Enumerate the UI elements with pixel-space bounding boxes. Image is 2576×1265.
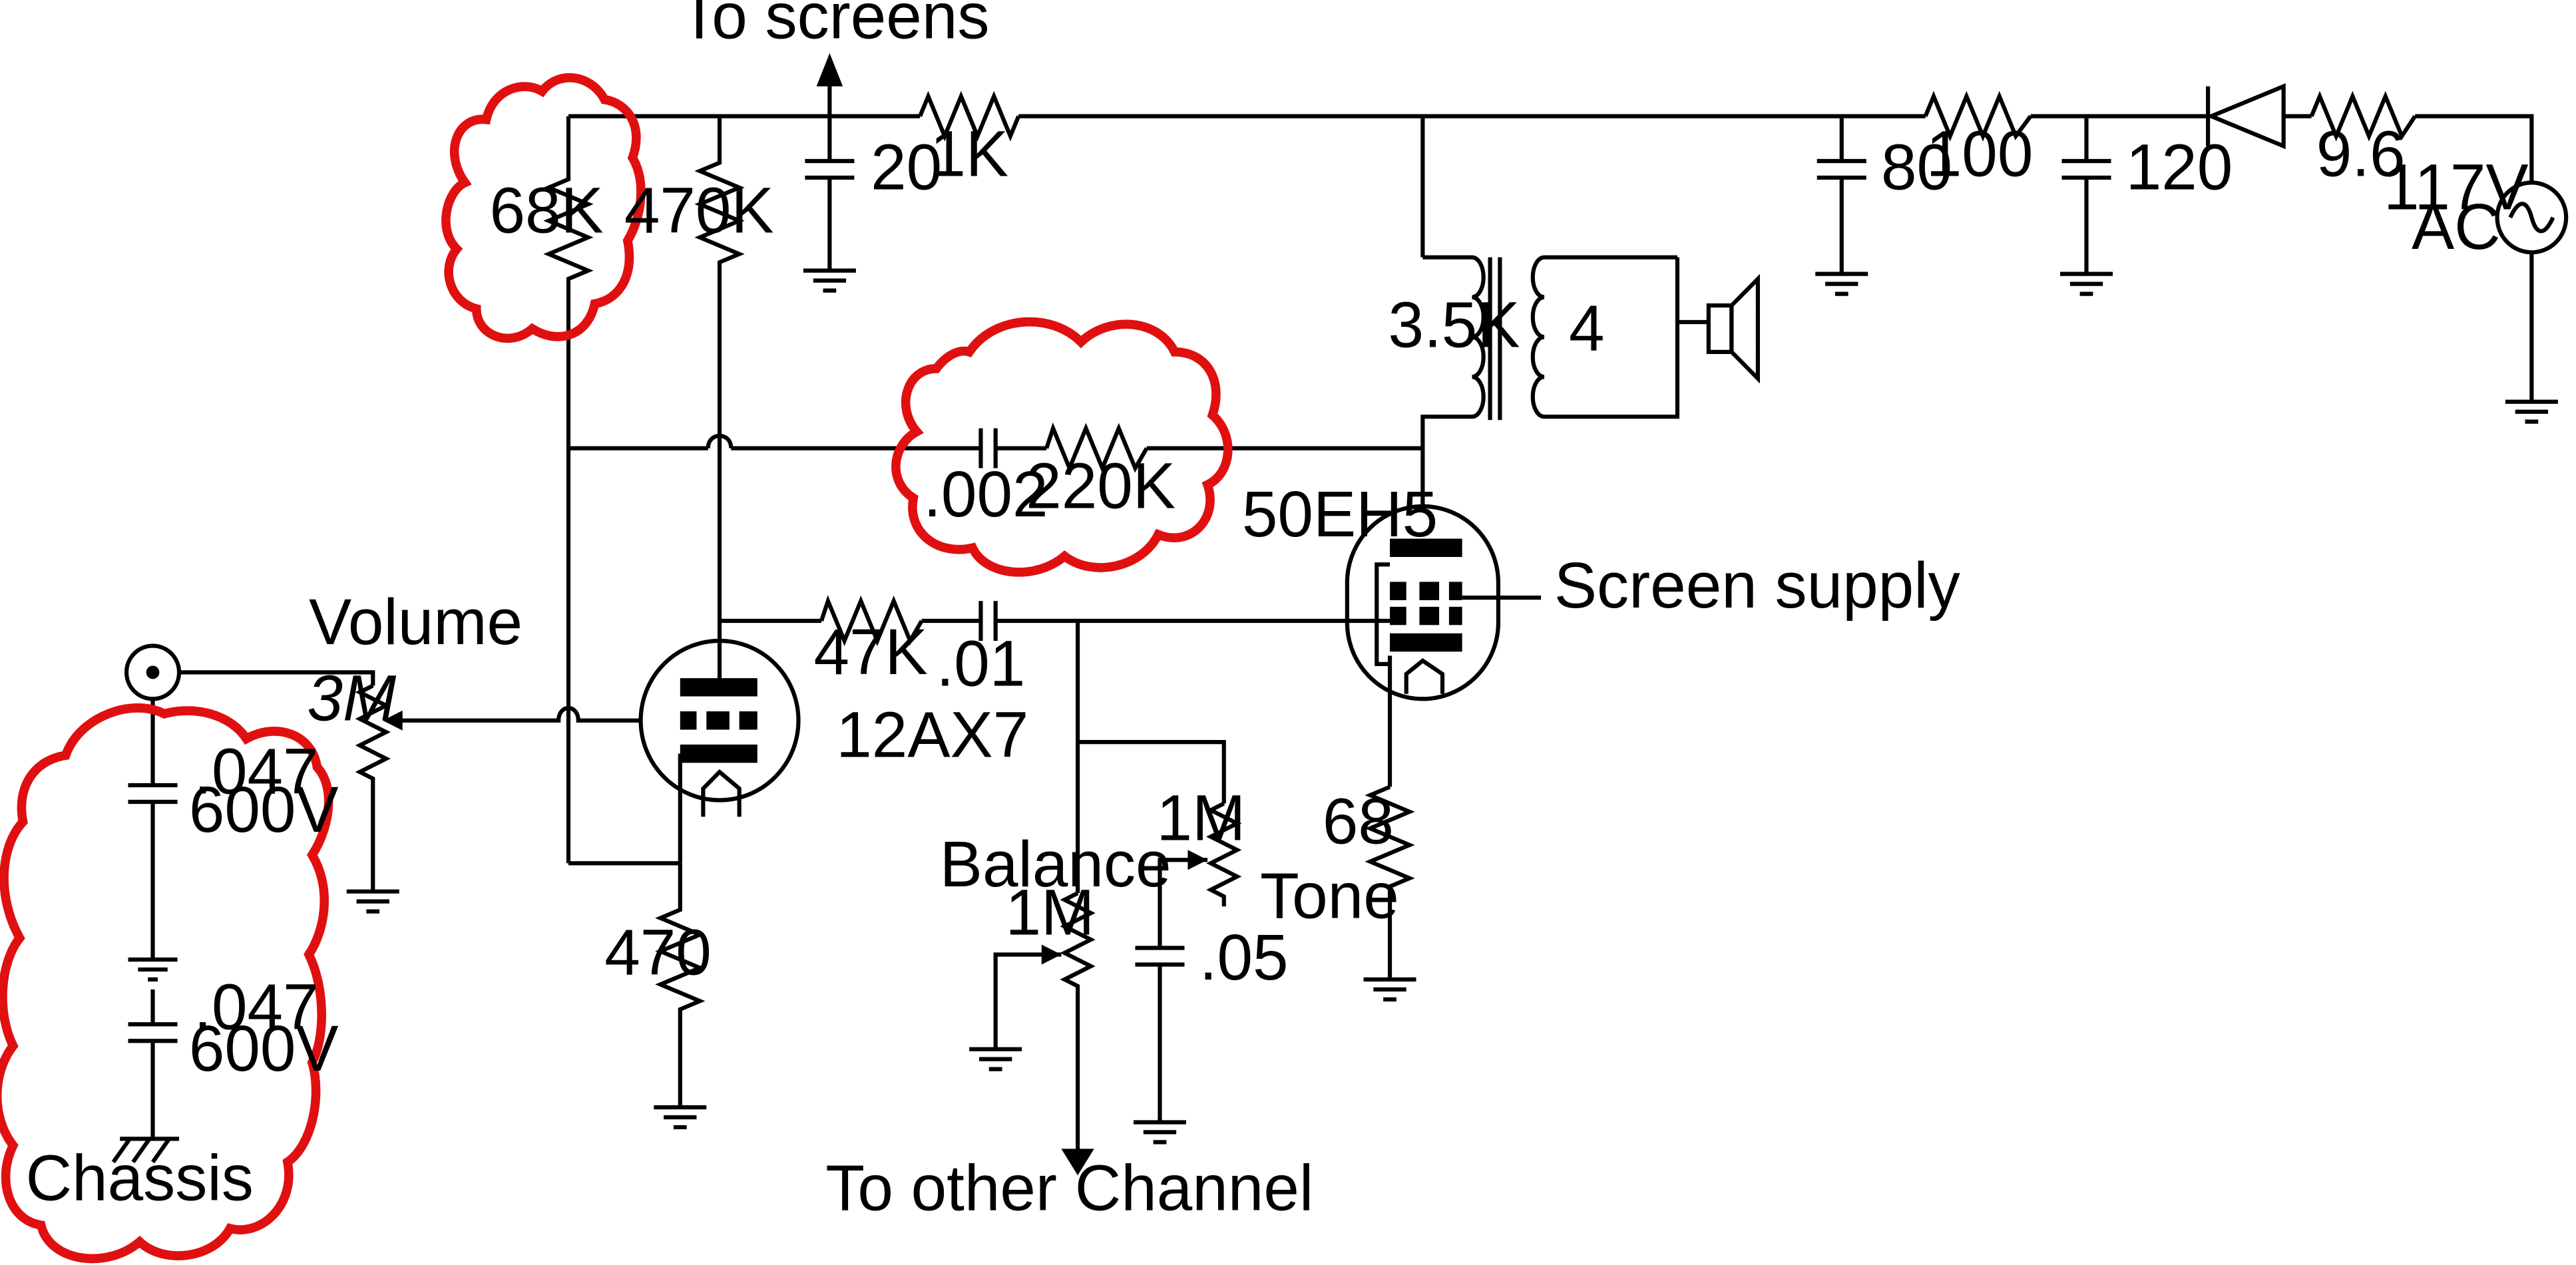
- capacitor-80: [1815, 116, 1868, 296]
- label-ac-voltage: 117V: [2384, 150, 2529, 224]
- label-r-47k: 47K: [813, 615, 927, 688]
- label-c-05: .05: [1199, 920, 1289, 994]
- label-v-600-a: 600V: [189, 773, 339, 846]
- label-r-100: 100: [1926, 117, 2034, 190]
- rectifier-diode: [2205, 83, 2286, 150]
- label-tube-12ax7: 12AX7: [836, 698, 1028, 771]
- label-r-68k: 68K: [489, 174, 603, 247]
- label-balance: Balance: [940, 828, 1172, 901]
- ac-source: [2495, 180, 2569, 424]
- label-volume-value: 3M: [308, 661, 397, 735]
- resistor-9-6: [2309, 90, 2417, 142]
- label-c-80: 80: [1881, 130, 1952, 204]
- label-r-68: 68: [1323, 785, 1394, 858]
- bplus-rail: [568, 114, 2534, 183]
- highlight-cloud-feedback: [891, 317, 1233, 577]
- label-tone-value: 1M: [1157, 781, 1246, 854]
- label-c-01: .01: [937, 627, 1026, 700]
- resistor-68k: [543, 116, 594, 864]
- label-c-047-a: .047: [194, 735, 318, 808]
- label-balance-value: 1M: [1005, 876, 1094, 949]
- arrow-to-screens: [816, 53, 843, 116]
- highlight-cloud-68k: [441, 73, 646, 343]
- tube-50eh5: [1345, 504, 1542, 1001]
- label-c-20: 20: [871, 130, 942, 204]
- highlight-cloud-chassis-caps: [0, 703, 333, 1264]
- resistor-1k: [918, 90, 1021, 142]
- label-r-470: 470: [604, 916, 712, 989]
- coupling-network: [720, 595, 1391, 647]
- label-c-120: 120: [2126, 130, 2233, 204]
- output-transformer: [1420, 116, 1680, 506]
- label-c-002: .002: [923, 457, 1048, 530]
- capacitor-120: [2060, 116, 2113, 296]
- balance-tone-network: [969, 621, 1242, 1176]
- speaker-icon: [1677, 273, 1760, 384]
- label-v-600-b: 600V: [189, 1012, 339, 1085]
- label-xfmr-secondary: 4: [1569, 291, 1605, 365]
- chassis-capacitors: [111, 699, 180, 1164]
- label-xfmr-primary: 3.5K: [1389, 288, 1520, 361]
- label-screen-supply: Screen supply: [1554, 549, 1961, 622]
- tube-12ax7: [638, 638, 801, 864]
- resistor-100: [1923, 90, 2033, 142]
- label-chassis: Chassis: [26, 1141, 254, 1214]
- label-to-screens: To screens: [680, 0, 989, 52]
- label-ac: AC: [2412, 190, 2501, 264]
- label-tone: Tone: [1260, 859, 1399, 932]
- label-r-470k: 470K: [624, 174, 774, 247]
- volume-potentiometer: [346, 683, 641, 914]
- capacitor-20: [803, 116, 856, 293]
- label-r-1k: 1K: [930, 117, 1008, 190]
- label-r-9-6: 9.6: [2316, 117, 2406, 190]
- label-c-047-b: .047: [194, 970, 318, 1043]
- label-r-220k: 220K: [1026, 449, 1176, 522]
- cathode-network: [568, 861, 707, 1130]
- label-to-other-channel: To other Channel: [825, 1151, 1313, 1224]
- label-tube-50eh5: 50EH5: [1242, 477, 1438, 550]
- resistor-470k: [694, 116, 745, 684]
- label-volume: Volume: [309, 585, 523, 658]
